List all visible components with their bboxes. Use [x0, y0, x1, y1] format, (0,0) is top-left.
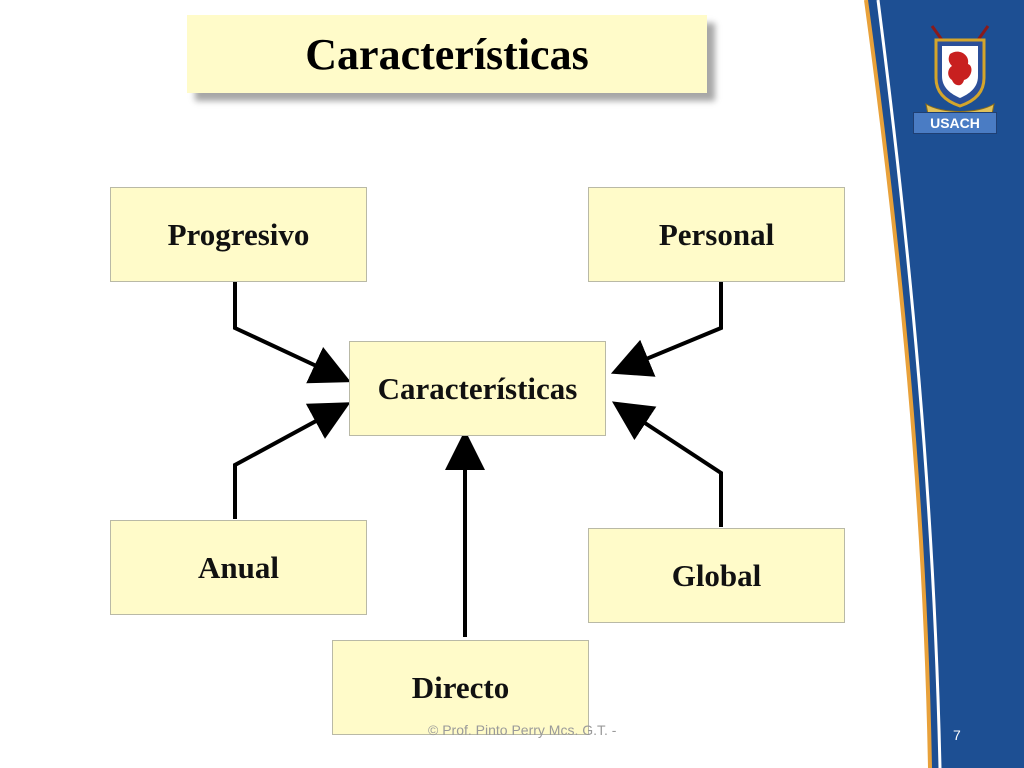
usach-badge: USACH: [913, 112, 997, 134]
blue-band-shape: [866, 0, 1024, 768]
usach-crest-icon: [925, 25, 995, 121]
node-anual: Anual: [110, 520, 367, 615]
node-directo-label: Directo: [411, 669, 510, 705]
node-progresivo: Progresivo: [110, 187, 367, 282]
slide-title: Características: [305, 29, 589, 79]
page-number: 7: [953, 727, 961, 743]
white-band-stroke: [876, 0, 942, 768]
footer-text: © Prof. Pinto Perry Mcs. G.T. -: [428, 722, 617, 738]
node-global-label: Global: [671, 557, 762, 593]
title-box: Características: [187, 15, 707, 93]
node-anual-label: Anual: [198, 549, 279, 585]
node-center: Características: [349, 341, 606, 436]
node-center-label: Características: [377, 370, 578, 406]
node-personal: Personal: [588, 187, 845, 282]
orange-band-stroke: [864, 0, 932, 768]
node-progresivo-label: Progresivo: [167, 216, 310, 252]
node-directo: Directo: [332, 640, 589, 735]
node-personal-label: Personal: [658, 216, 775, 252]
node-global: Global: [588, 528, 845, 623]
